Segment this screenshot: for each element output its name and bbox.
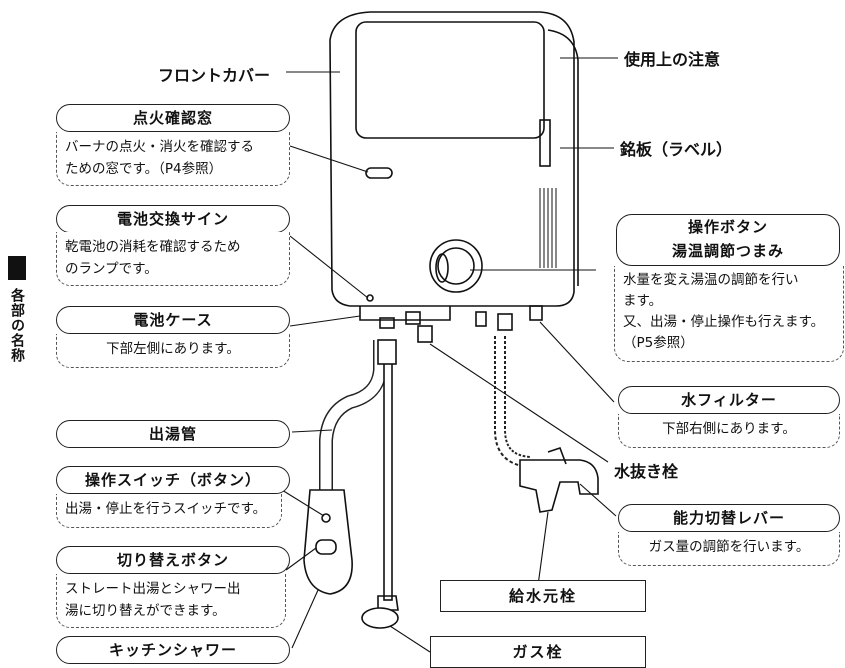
callout-water-filter-title: 水フィルター [618,386,840,414]
callout-hot-water-pipe-title: 出湯管 [56,420,290,448]
label-drain-plug: 水抜き栓 [614,462,679,481]
side-tab-label: 各部の名称 [9,288,25,363]
label-gas-valve: ガス栓 [430,636,646,668]
callout-capacity-lever-title: 能力切替レバー [618,504,840,532]
callout-ignition-window-title: 点火確認窓 [56,104,290,132]
callout-operation-button-title: 操作ボタン 湯温調節つまみ [616,214,840,266]
side-tab-marker [8,256,26,280]
callout-battery-case-title: 電池ケース [56,306,290,334]
knob-ring [429,239,483,293]
callout-operation-switch-title: 操作スイッチ（ボタン） [56,466,290,494]
callout-capacity-lever-desc: ガス量の調節を行います。 [618,532,840,566]
callout-battery-case-desc: 下部左側にあります。 [56,334,290,368]
callout-ignition-window-desc: バーナの点火・消火を確認する ための窓です。（P4参照） [56,132,290,186]
label-front-cover: フロントカバー [158,66,271,85]
callout-operation-switch-desc: 出湯・停止を行うスイッチです。 [56,494,282,528]
ignition-slot [365,167,393,179]
callout-water-filter-desc: 下部右側にあります。 [618,414,840,448]
callout-operation-button-desc: 水量を変え湯温の調節を行い ます。 又、出湯・停止操作も行えます。 （P5参照） [614,266,844,362]
callout-kitchen-shower-title: キッチンシャワー [56,636,290,664]
label-water-supply-valve: 給水元栓 [440,580,646,612]
callout-battery-sign-title: 電池交換サイン [56,205,290,233]
label-nameplate: 銘板（ラベル） [620,140,733,159]
callout-switch-button-title: 切り替えボタン [56,546,290,574]
callout-switch-button-desc: ストレート出湯とシャワー出 湯に切り替えができます。 [56,574,286,628]
nameplate-rect [539,119,551,167]
label-usage-notice: 使用上の注意 [624,50,721,69]
front-window [355,21,545,139]
callout-battery-sign-desc: 乾電池の消耗を確認するため のランプです。 [56,232,290,286]
